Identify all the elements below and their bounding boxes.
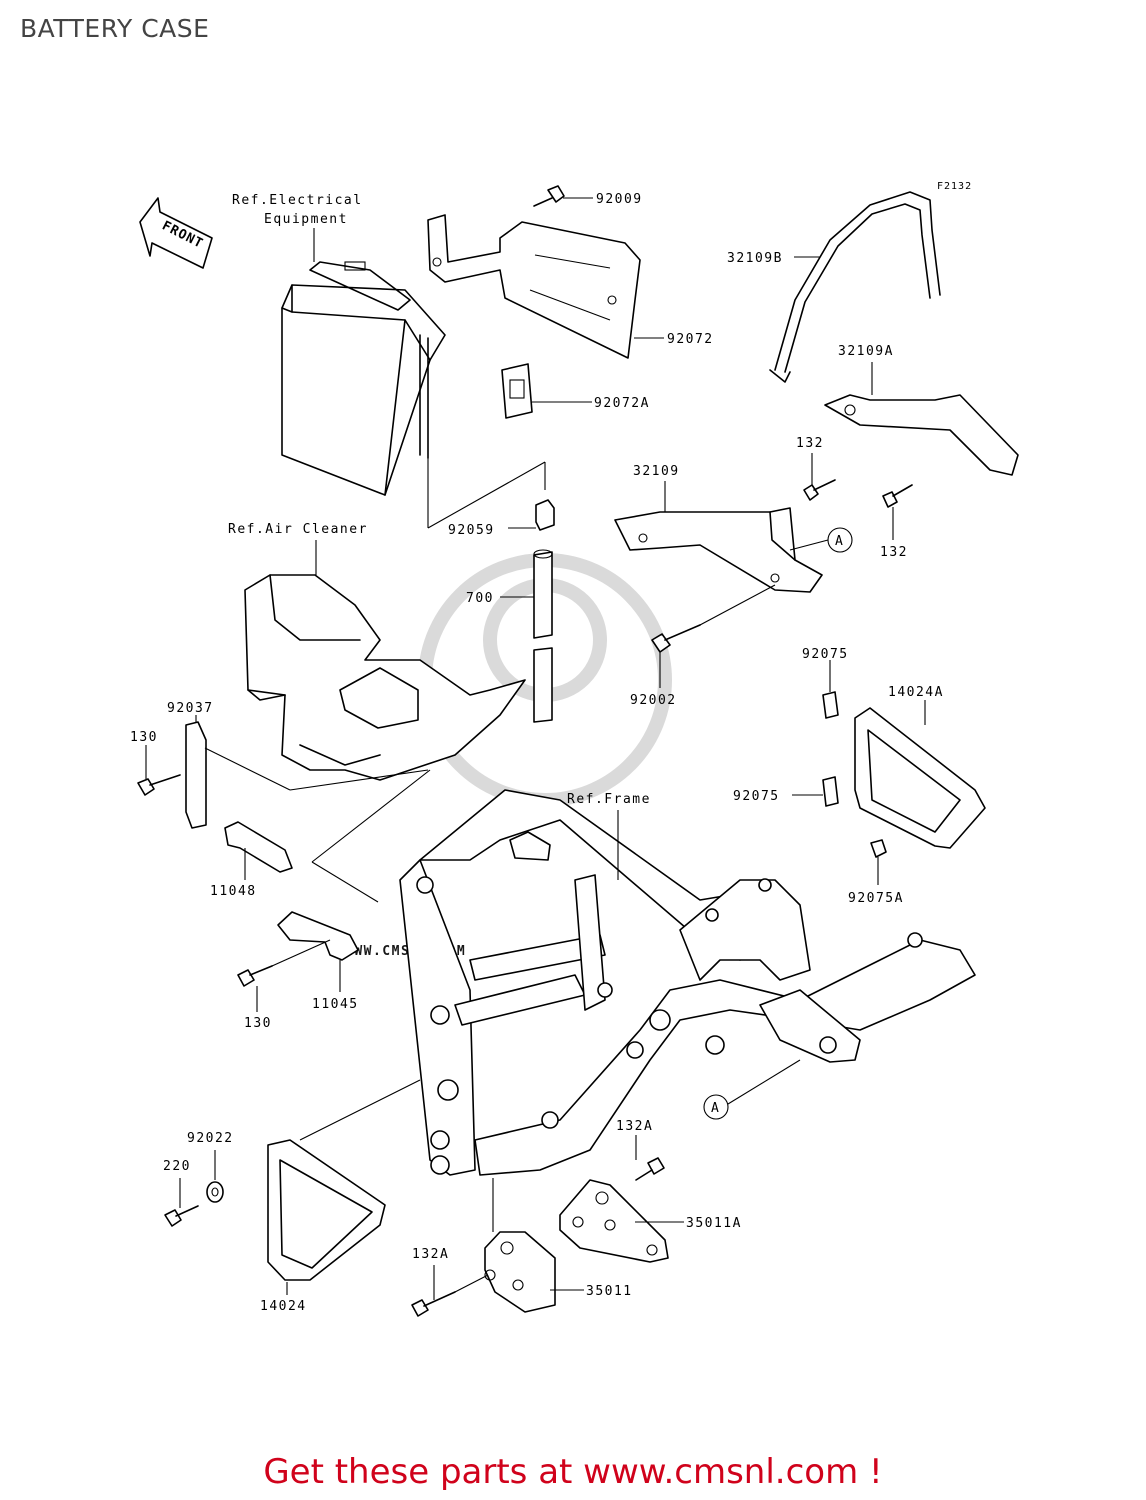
part-label-32109A[interactable]: 32109A <box>838 344 894 359</box>
bolt-icon <box>164 1205 199 1227</box>
clip <box>822 776 839 807</box>
bracket-35011a <box>559 1179 669 1263</box>
part-label-92059[interactable]: 92059 <box>448 523 495 538</box>
footer-link[interactable]: Get these parts at www.cmsnl.com ! <box>263 1452 883 1492</box>
clip <box>822 691 839 719</box>
bracket-32109 <box>614 507 823 593</box>
part-label-92002[interactable]: 92002 <box>630 693 677 708</box>
callout-a-bottom <box>703 1094 729 1120</box>
hose-tube <box>533 549 553 723</box>
bolt-icon <box>635 1157 665 1181</box>
part-label-132A-right[interactable]: 132A <box>616 1119 653 1134</box>
bracket-32109a <box>824 394 1019 476</box>
bolt-icon <box>137 774 181 796</box>
bracket-35011 <box>484 1231 556 1313</box>
air-cleaner-battery-tray <box>244 574 526 781</box>
part-label-92075-mid[interactable]: 92075 <box>733 789 780 804</box>
bolt-icon <box>533 185 565 207</box>
part-label-700[interactable]: 700 <box>466 591 494 606</box>
part-label-92075-top[interactable]: 92075 <box>802 647 849 662</box>
grommet <box>870 839 887 858</box>
part-label-132-bottom[interactable]: 132 <box>880 545 908 560</box>
motorcycle-frame <box>399 789 976 1176</box>
part-label-92037[interactable]: 92037 <box>167 701 214 716</box>
bolt-icon <box>237 965 273 987</box>
part-label-132A-left[interactable]: 132A <box>412 1247 449 1262</box>
ref-electrical-label-2: Equipment <box>264 212 348 227</box>
washer <box>206 1181 224 1203</box>
battery <box>281 228 446 496</box>
collar <box>535 499 555 531</box>
part-label-92009[interactable]: 92009 <box>596 192 643 207</box>
side-cover-right <box>854 707 986 849</box>
part-label-132-top[interactable]: 132 <box>796 436 824 451</box>
part-label-11048[interactable]: 11048 <box>210 884 257 899</box>
ref-frame-label: Ref.Frame <box>567 792 651 807</box>
part-label-32109B[interactable]: 32109B <box>727 251 783 266</box>
rubber-pad <box>501 363 533 419</box>
page-title: BATTERY CASE <box>20 14 210 43</box>
part-label-92072[interactable]: 92072 <box>667 332 714 347</box>
part-label-130-bottom[interactable]: 130 <box>244 1016 272 1031</box>
part-label-92022[interactable]: 92022 <box>187 1131 234 1146</box>
part-label-35011[interactable]: 35011 <box>586 1284 633 1299</box>
part-label-32109[interactable]: 32109 <box>633 464 680 479</box>
callout-a-bottom-letter: A <box>711 1101 720 1116</box>
part-label-11045[interactable]: 11045 <box>312 997 359 1012</box>
bolt-icon <box>411 1291 456 1317</box>
side-cover-left <box>267 1139 386 1281</box>
bolt-icon <box>882 484 913 508</box>
part-label-35011A[interactable]: 35011A <box>686 1216 742 1231</box>
front-arrow-icon: FRONT <box>139 197 213 269</box>
part-label-130-top[interactable]: 130 <box>130 730 158 745</box>
bracket-11048 <box>224 821 293 873</box>
part-label-92075A[interactable]: 92075A <box>848 891 904 906</box>
bracket-11045 <box>277 911 359 961</box>
part-label-220[interactable]: 220 <box>163 1159 191 1174</box>
ref-air-cleaner-label: Ref.Air Cleaner <box>228 522 368 537</box>
part-label-14024[interactable]: 14024 <box>260 1299 307 1314</box>
rubber-strap <box>185 721 207 829</box>
bolt-icon <box>803 479 836 501</box>
ref-electrical-label-1: Ref.Electrical <box>232 193 363 208</box>
callout-a-top-letter: A <box>835 534 844 549</box>
battery-holder-rod <box>769 191 941 383</box>
part-label-92072A[interactable]: 92072A <box>594 396 650 411</box>
battery-bracket <box>427 214 641 359</box>
figure-code: F2132 <box>937 181 972 192</box>
part-label-14024A[interactable]: 14024A <box>888 685 944 700</box>
bolt-icon <box>651 624 701 653</box>
